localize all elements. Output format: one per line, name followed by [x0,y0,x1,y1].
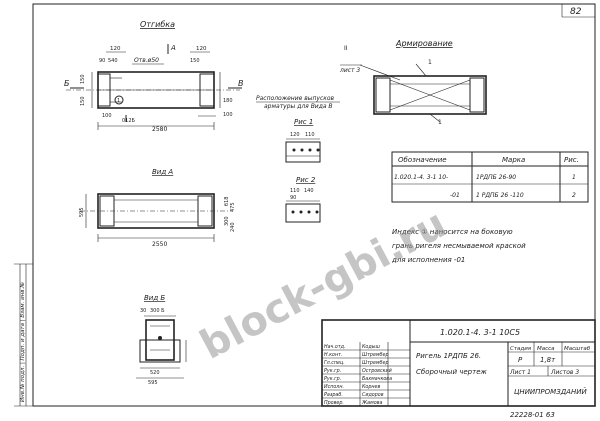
svg-text:120: 120 [110,46,121,52]
svg-text:Исполн.: Исполн. [324,384,344,390]
spec-row2-fig: 2 [572,192,576,199]
left-margin-text: Инв.№ подл. | Подп. и дата | Взам. инв.№ [20,282,26,402]
svg-text:012Б: 012Б [122,118,136,124]
svg-text:90: 90 [290,195,296,201]
mass-header: Масса [537,346,555,352]
svg-text:30: 30 [140,308,146,314]
spec-row1-designation: 1.020.1-4. 3-1 10- [394,174,448,181]
sheet-label: Лист 1 [509,369,531,376]
spec-row1-fig: 1 [572,174,576,181]
vid-b-title: Вид Б [144,294,165,302]
list-ref: лист 3 [339,67,360,74]
sheets-label: Листов 3 [550,369,579,376]
title-block: 1.020.1-4. 3-1 10С5 Ригель 1РДПБ 26. Сбо… [321,319,596,407]
page-number: 82 [570,7,582,17]
svg-text:475: 475 [230,202,236,212]
svg-text:Жамова: Жамова [361,400,382,406]
spec-header-mark: Марка [502,156,525,164]
ris2-detail: Рис 2 110 140 90 [285,176,321,223]
svg-text:Расположение выпусков: Расположение выпусков [256,95,335,102]
spec-row2-mark: 1 РДПБ 26 -110 [476,192,524,199]
doc-code: 1.020.1-4. 3-1 10С5 [440,328,520,337]
stage-value: Р [518,356,523,364]
svg-text:Штрембер: Штрембер [362,352,389,358]
spec-header-designation: Обозначение [398,156,447,164]
note-block: Индекс ① наносится на боковую грань риге… [391,228,526,264]
svg-text:Рук.гр.: Рук.гр. [324,376,341,382]
spec-header-fig: Рис. [564,156,579,164]
note-line2: грань ригеля несмываемой краской [392,242,526,250]
svg-text:Нач.отд.: Нач.отд. [324,344,345,350]
svg-text:110: 110 [290,188,300,194]
svg-text:Бахмачкова: Бахмачкова [362,376,392,382]
otgib-label: Отв.ø50 [134,57,159,64]
section-a-top: А [170,44,176,52]
svg-text:1: 1 [428,59,432,66]
svg-text:520: 520 [150,370,160,376]
svg-text:1: 1 [438,119,442,126]
svg-text:Сидоров: Сидоров [362,392,384,398]
svg-text:150: 150 [80,74,86,84]
svg-text:Провер.: Провер. [324,400,344,406]
svg-text:арматуры для Вида В: арматуры для Вида В [264,103,333,110]
section-b-left: Б [64,79,70,88]
svg-text:1: 1 [117,98,120,104]
svg-text:б18: б18 [224,197,230,206]
svg-text:300 Б: 300 Б [150,308,165,314]
spec-table: Обозначение Марка Рис. 1.020.1-4. 3-1 10… [391,151,589,203]
svg-text:240: 240 [230,222,236,232]
svg-text:100: 100 [223,112,233,118]
ris1-title: Рис 1 [294,118,313,126]
svg-text:120: 120 [290,132,300,138]
doc-name-line2: Сборочный чертеж [416,368,487,376]
svg-text:140: 140 [304,188,314,194]
spec-row1-mark: 1РДПБ 26-90 [476,174,516,181]
section-v-right: В [238,79,244,88]
svg-text:595: 595 [148,380,158,386]
left-margin-stamp: Инв.№ подл. | Подп. и дата | Взам. инв.№ [14,263,33,407]
raspolozhenie-note: Расположение выпусков арматуры для Вида … [256,95,340,110]
bottom-code: 22228-01 63 [510,411,555,419]
doc-name-line1: Ригель 1РДПБ 26. [416,352,481,360]
armirovanie-title: Армирование [395,39,453,48]
svg-text:II: II [344,45,348,52]
svg-text:90: 90 [99,58,105,64]
svg-text:Корнев: Корнев [362,384,380,390]
svg-text:Гл.спец.: Гл.спец. [324,360,345,366]
svg-text:110: 110 [305,132,315,138]
otgibka-title: Отгибка [140,20,175,29]
vid-a-title: Вид А [152,168,173,176]
dim-2580: 2580 [152,126,167,133]
svg-text:Штрембер: Штрембер [362,360,389,366]
spec-row2-designation: -01 [450,192,460,199]
vid-b-view: Вид Б 30 300 Б 520 595 [136,294,187,386]
otgibka-view: Отгибка 1 Б В А 120 120 90 540 Отв.ø50 1… [64,20,244,133]
sheet-border [32,3,596,407]
vid-a-view: Вид А 595 б18 475 300 240 2550 [79,168,236,248]
ris2-title: Рис 2 [296,176,316,184]
org-name: ЦНИИПРОМЗДАНИЙ [514,387,587,396]
armirovanie-view: Армирование II лист 3 1 1 [339,39,487,126]
svg-text:100: 100 [102,113,112,119]
ris1-detail: Рис 1 120 110 [285,118,321,163]
svg-text:Разраб.: Разраб. [324,392,343,398]
svg-text:150: 150 [190,58,200,64]
svg-text:Кодыш: Кодыш [362,344,380,350]
note-line3: для исполнения -01 [391,256,465,264]
svg-text:180: 180 [223,98,233,104]
svg-text:Рук.гр.: Рук.гр. [324,368,341,374]
svg-text:540: 540 [108,58,118,64]
svg-text:595: 595 [79,207,85,217]
dim-2550: 2550 [152,241,167,248]
scale-header: Масштаб [564,346,591,352]
svg-text:120: 120 [196,46,207,52]
svg-text:Островский: Островский [362,368,392,374]
stage-header: Стадия [510,346,532,352]
mass-value: 1,8т [540,356,556,364]
note-line1: Индекс ① наносится на боковую [392,228,513,236]
svg-text:300: 300 [224,216,230,226]
svg-text:150: 150 [80,96,86,106]
svg-text:Н.конт.: Н.конт. [324,352,342,358]
